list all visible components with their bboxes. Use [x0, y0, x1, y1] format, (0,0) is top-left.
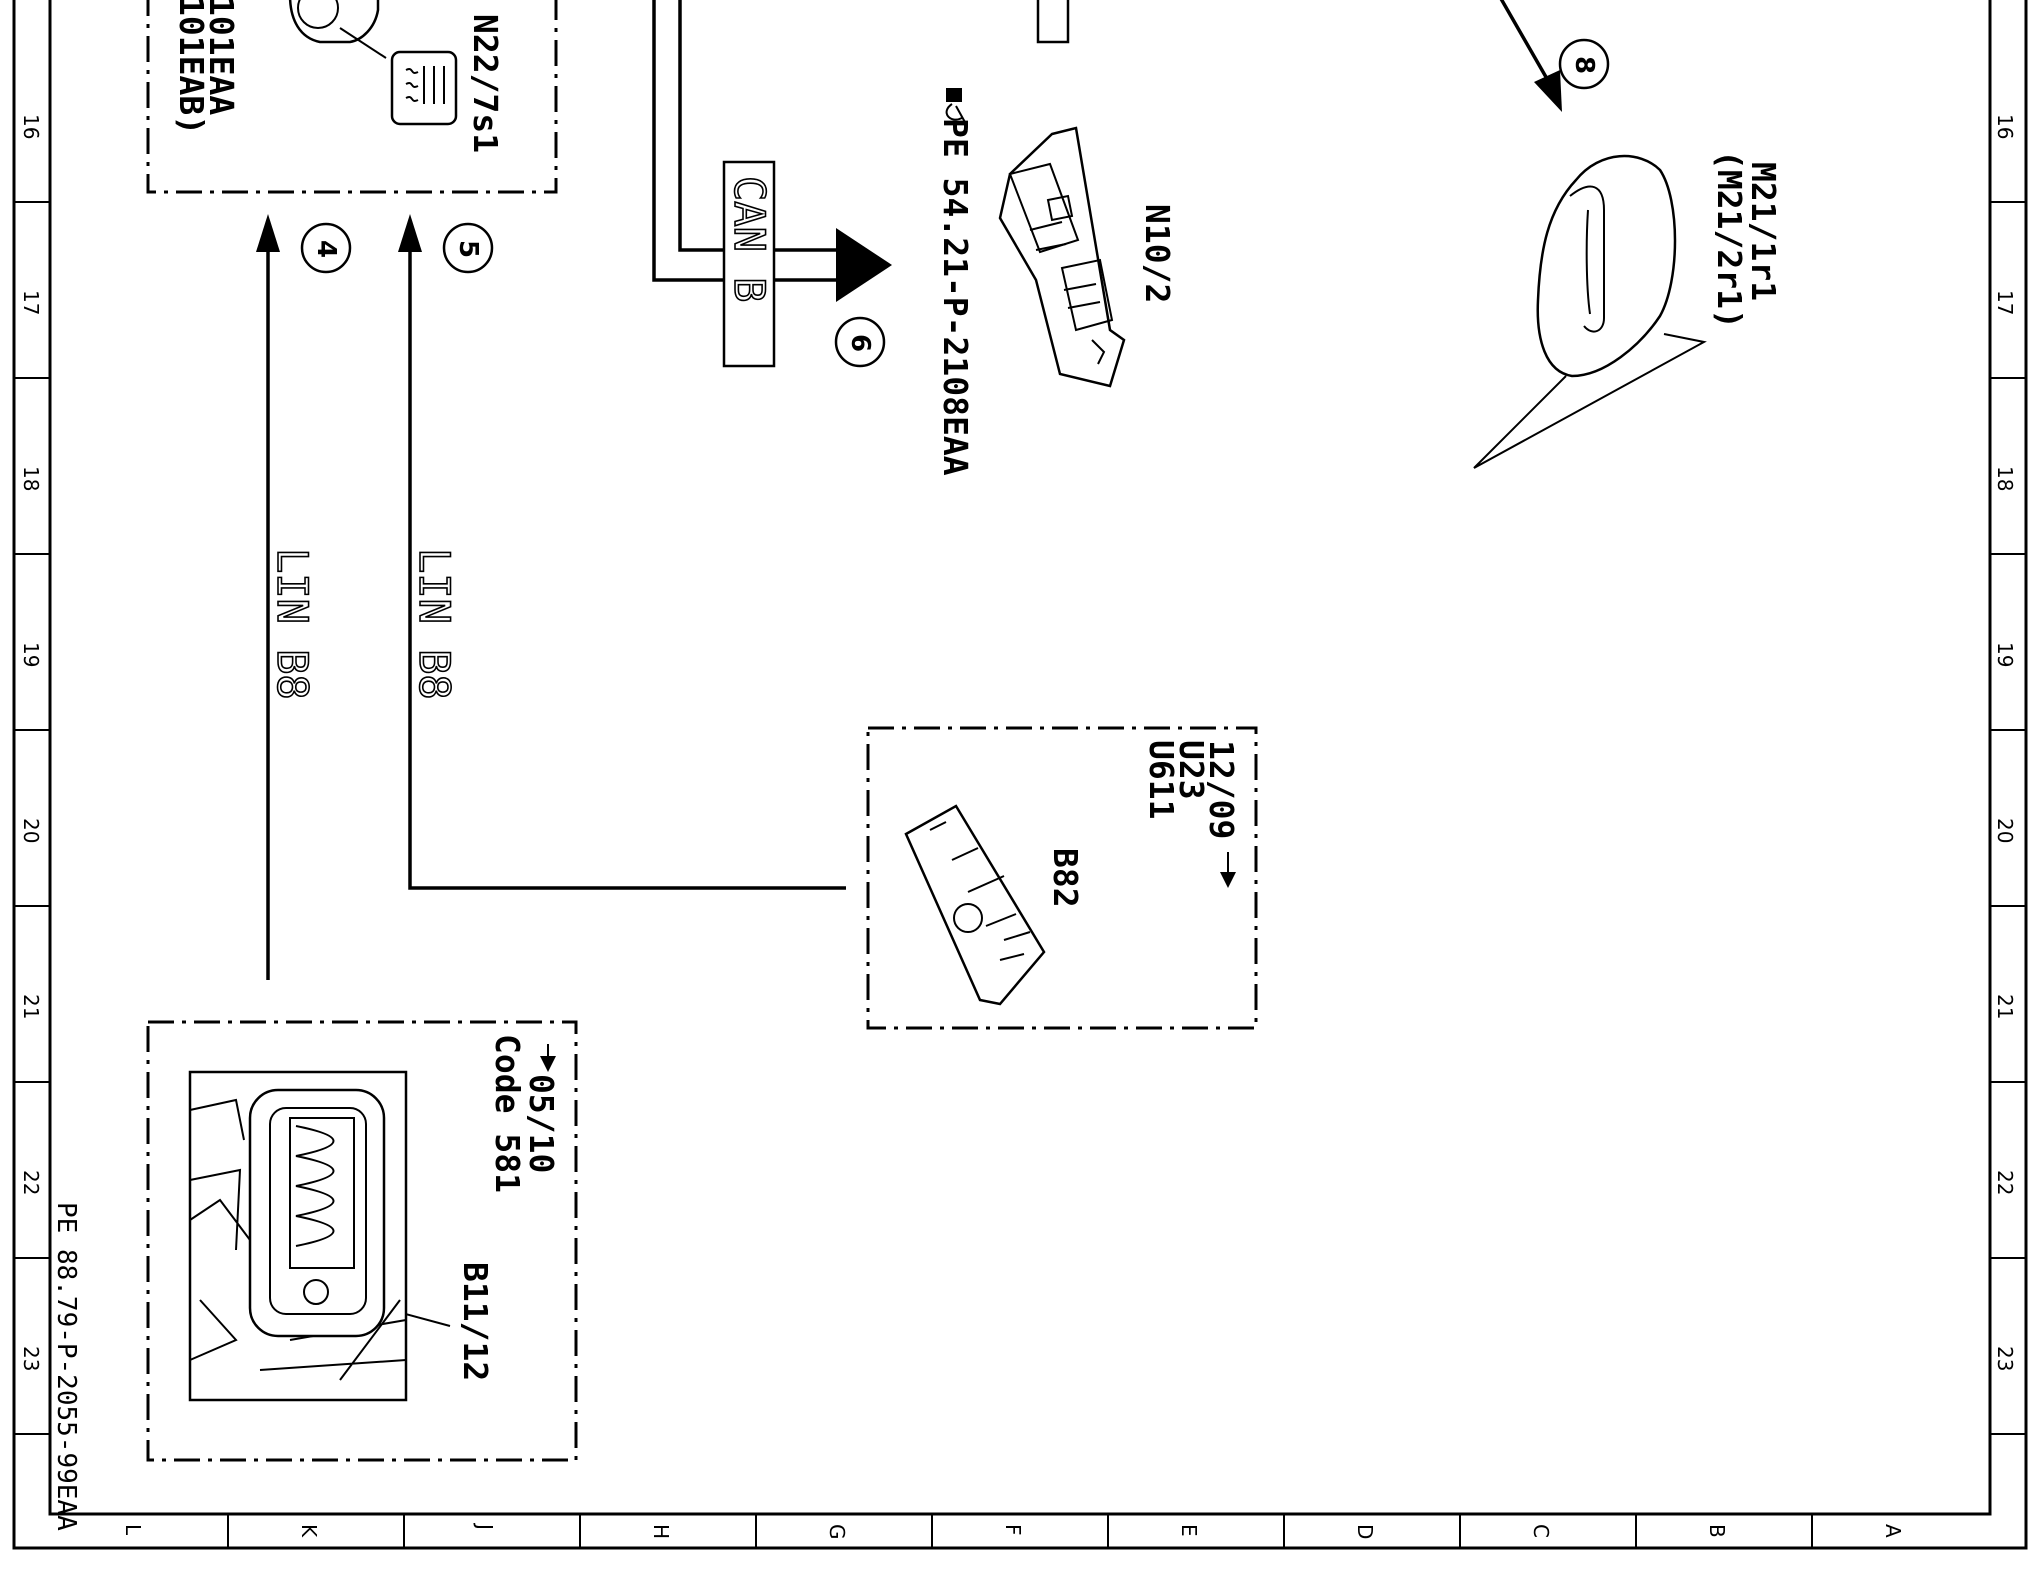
- zone-G: G: [825, 1524, 849, 1540]
- zone-21-right: 21: [1993, 994, 2017, 1019]
- zone-23-right: 23: [1993, 1346, 2017, 1371]
- zone-B: B: [1705, 1524, 1729, 1538]
- document-reference-icon: [945, 88, 967, 125]
- zone-C: C: [1529, 1524, 1553, 1538]
- mirror-label-alt: (M21/2r1): [1710, 150, 1749, 329]
- marker-6: 6: [834, 316, 886, 368]
- zone-18-right: 18: [1993, 466, 2017, 491]
- can-label: CAN B: [725, 176, 774, 302]
- zone-D: D: [1353, 1524, 1377, 1539]
- b82-code-2: U611: [1142, 740, 1181, 819]
- control-unit-ref: PE 54.21-P-2108EAA: [936, 118, 975, 476]
- b11-date: 05/10: [522, 1074, 561, 1173]
- zone-23-left: 23: [19, 1346, 43, 1371]
- marker-5: 5: [442, 222, 494, 274]
- switch-box-n22: N22/7s1 101EAA 101EAB): [146, 0, 558, 194]
- mirror-label: M21/1r1: [1744, 162, 1783, 301]
- zone-20-left: 20: [19, 818, 43, 843]
- zone-17-left: 17: [19, 290, 43, 315]
- lin-wires: LIN B8 LIN B8: [256, 214, 846, 980]
- zone-16-right: 16: [1993, 114, 2017, 139]
- control-unit-label: N10/2: [1138, 204, 1177, 303]
- b11-code: Code 581: [488, 1034, 527, 1193]
- switch-label: N22/7s1: [466, 14, 505, 153]
- sensor-b11-drawing: [188, 1070, 408, 1402]
- marker-4: 4: [300, 222, 352, 274]
- lin-label-right: LIN B8: [410, 548, 459, 700]
- zone-numbers-left: 16 17 18 19 20 21 22 23: [19, 114, 43, 1371]
- zone-19-right: 19: [1993, 642, 2017, 667]
- zone-18-left: 18: [19, 466, 43, 491]
- zone-K: K: [297, 1524, 321, 1538]
- mirror-m21: M21/1r1 (M21/2r1): [1473, 0, 1783, 469]
- connector-stub: [1036, 0, 1070, 44]
- zone-21-left: 21: [19, 994, 43, 1019]
- switch-ref-partial-2: 101EAB): [172, 0, 211, 135]
- zone-H: H: [649, 1524, 673, 1539]
- zone-L: L: [121, 1524, 145, 1536]
- marker-8: 8: [1558, 38, 1610, 90]
- svg-text:8: 8: [1569, 56, 1599, 74]
- can-bus: CAN B: [652, 0, 892, 368]
- zone-22-right: 22: [1993, 1170, 2017, 1195]
- sensor-box-b11-12: 05/10 Code 581 B11/12: [146, 1020, 578, 1462]
- svg-text:5: 5: [453, 240, 483, 258]
- lin-label-left: LIN B8: [268, 548, 317, 700]
- b11-label: B11/12: [456, 1262, 495, 1381]
- zone-letters-bottom: L K J H G F E D C B A: [121, 1522, 1905, 1540]
- svg-text:4: 4: [311, 240, 341, 258]
- sensor-b82-drawing: [904, 804, 1046, 1006]
- zone-17-right: 17: [1993, 290, 2017, 315]
- b82-date: 12/09: [1202, 740, 1241, 839]
- zone-J: J: [473, 1522, 497, 1530]
- zone-E: E: [1177, 1524, 1201, 1537]
- zone-16-left: 16: [19, 114, 43, 139]
- drawing-reference: PE 88.79-P-2055-99EAA: [51, 1202, 81, 1531]
- b82-code-1: U23: [1172, 740, 1211, 800]
- zone-20-right: 20: [1993, 818, 2017, 843]
- sensor-box-b82: 12/09 U23 U611 B82: [866, 726, 1258, 1030]
- zone-numbers-right: 16 17 18 19 20 21 22 23: [1993, 114, 2017, 1371]
- zone-22-left: 22: [19, 1170, 43, 1195]
- zone-A: A: [1881, 1524, 1905, 1538]
- b82-label: B82: [1046, 848, 1085, 908]
- zone-19-left: 19: [19, 642, 43, 667]
- sheet-frame: [12, 0, 2028, 1550]
- control-unit-n10-2: N10/2 PE 54.21-P-2108EAA: [936, 88, 1177, 476]
- switch-ref-partial-1: 101EAA: [202, 0, 241, 115]
- svg-text:6: 6: [845, 334, 875, 352]
- rear-window-heating-icon: [390, 50, 458, 126]
- zone-F: F: [1001, 1524, 1025, 1536]
